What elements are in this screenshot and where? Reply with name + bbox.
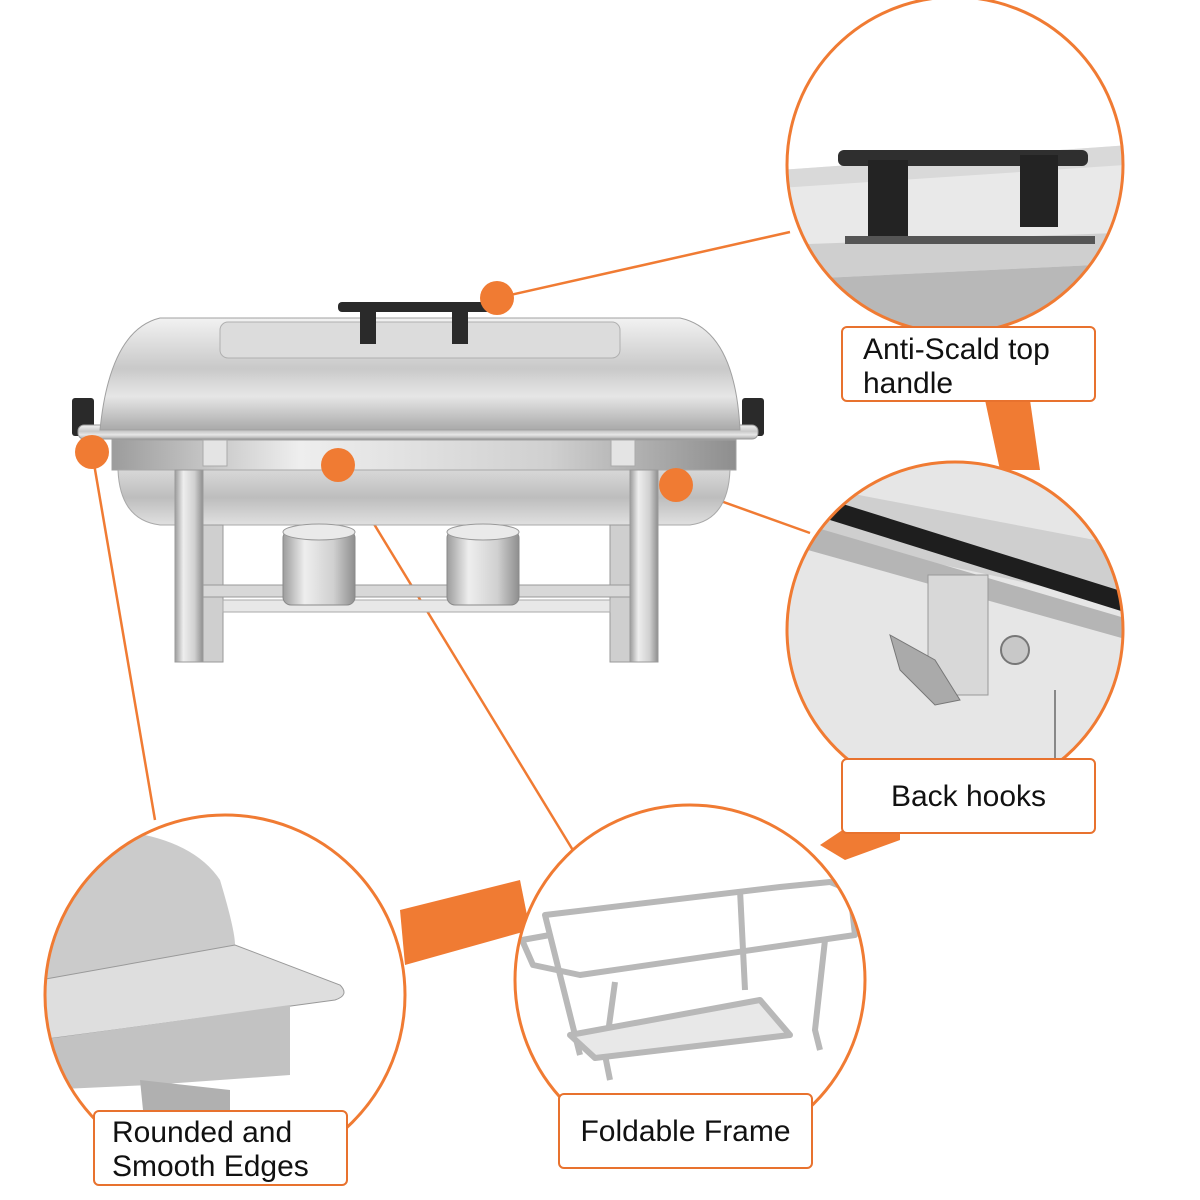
- label-back-hooks: Back hooks: [841, 758, 1096, 834]
- detail-circle-back-hooks: [785, 460, 1125, 800]
- hotspot-top-handle: [480, 281, 514, 315]
- fuel-holder-right: [446, 523, 520, 606]
- hotspot-foldable-frame: [321, 448, 355, 482]
- label-line: Foldable Frame: [580, 1115, 791, 1148]
- fuel-holder-left: [282, 523, 356, 606]
- detail-circle-top-handle: [785, 0, 1125, 335]
- label-line: Smooth Edges: [112, 1150, 309, 1183]
- hotspot-back-hooks: [659, 468, 693, 502]
- label-rounded-edges: Rounded and Smooth Edges: [93, 1110, 348, 1186]
- label-foldable-frame: Foldable Frame: [558, 1093, 813, 1169]
- label-anti-scald-handle: Anti-Scald top handle: [841, 326, 1096, 402]
- hotspot-dots: [75, 281, 693, 502]
- chafing-dish: [72, 302, 764, 663]
- label-line: Rounded and: [112, 1116, 293, 1149]
- lid-handle: [338, 302, 490, 344]
- hotspot-rounded-edges: [75, 435, 109, 469]
- detail-circle-foldable-frame: [513, 803, 867, 1157]
- label-line: handle: [863, 367, 954, 400]
- label-line: Anti-Scald top: [863, 333, 1050, 366]
- label-line: Back hooks: [890, 780, 1047, 813]
- leader-lines: [90, 230, 811, 871]
